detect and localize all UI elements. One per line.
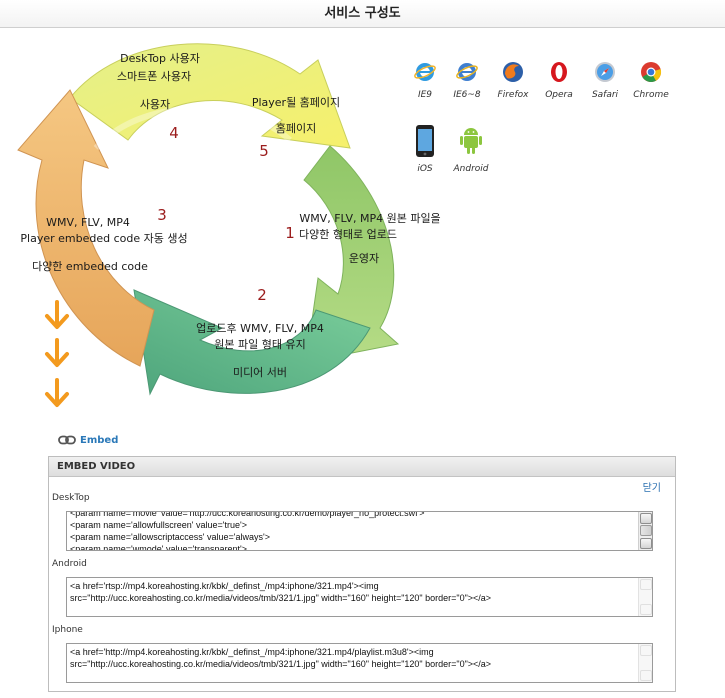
page-title-bar: 서비스 구성도	[0, 0, 725, 28]
platform-android: Android	[448, 124, 494, 174]
arrow-segment-user	[69, 43, 351, 149]
ie-icon	[456, 63, 478, 81]
cycle-arrows	[17, 43, 400, 396]
step3-label-line2: Player embeded code 자동 생성	[20, 232, 188, 245]
embed-panel-title: EMBED VIDEO	[49, 457, 675, 477]
step3-label-line1: WMV, FLV, MP4	[46, 216, 130, 229]
arrow-segment-code	[17, 89, 155, 367]
chrome-icon	[641, 62, 662, 83]
step1-label-line1: WMV, FLV, MP4 원본 파일을	[299, 212, 441, 225]
browser-ie6-8: IE6~8	[444, 60, 490, 100]
page-title: 서비스 구성도	[324, 6, 401, 21]
supported-browsers: IE9 IE6~8 Firefox Opera Safari Chrome	[402, 60, 702, 190]
desktop-code-scrollbar[interactable]	[638, 512, 652, 550]
platform-label: iOS	[417, 164, 433, 174]
step2-label-line2: 원본 파일 형태 유지	[214, 338, 306, 351]
step2-actor: 미디어 서버	[232, 366, 288, 379]
iphone-icon	[416, 125, 434, 157]
firefox-icon	[503, 62, 523, 82]
link-icon	[58, 435, 76, 445]
android-section-label: Android	[52, 559, 87, 569]
desktop-embed-code: <param name='movie' value='http://ucc.ko…	[70, 511, 425, 551]
scroll-down-button[interactable]	[640, 604, 652, 615]
safari-icon	[595, 62, 615, 82]
browser-label: IE9	[417, 90, 433, 100]
arrow-segment-media-server	[133, 289, 371, 396]
ie-icon	[414, 63, 436, 81]
platform-ios: iOS	[402, 124, 448, 174]
browser-label: IE6~8	[453, 90, 481, 100]
service-cycle-diagram: 4 DeskTop 사용자 스마트폰 사용자 사용자 5 Player될 홈페이…	[0, 28, 450, 420]
desktop-section-label: DeskTop	[52, 493, 90, 503]
browser-safari: Safari	[582, 60, 628, 100]
step5-label: Player될 홈페이지	[251, 96, 341, 109]
android-icon	[460, 128, 482, 154]
step-number-2: 2	[257, 286, 267, 304]
step5-actor: 홈페이지	[275, 122, 317, 135]
down-arrow-icon	[45, 300, 69, 329]
scroll-up-button[interactable]	[640, 645, 652, 656]
browser-opera: Opera	[536, 60, 582, 100]
close-link[interactable]: 닫기	[642, 483, 661, 494]
step4-label-smartphone: 스마트폰 사용자	[116, 70, 192, 83]
iphone-embed-code-field[interactable]: <a href='http://mp4.koreahosting.kr/kbk/…	[66, 643, 653, 683]
scroll-up-button[interactable]	[640, 579, 652, 590]
browser-label: Chrome	[633, 90, 669, 100]
opera-icon	[551, 62, 567, 82]
step2-label-line1: 업로드후 WMV, FLV, MP4	[196, 322, 324, 335]
browser-chrome: Chrome	[628, 60, 674, 100]
android-embed-code-field[interactable]: <a href='rtsp://mp4.koreahosting.kr/kbk/…	[66, 577, 653, 617]
scroll-thumb[interactable]	[640, 525, 652, 536]
iphone-embed-code: <a href='http://mp4.koreahosting.kr/kbk/…	[70, 647, 492, 669]
browser-label: Opera	[545, 90, 573, 100]
step4-actor: 사용자	[139, 98, 171, 111]
step-number-4: 4	[169, 124, 179, 142]
iphone-section-label: Iphone	[52, 625, 83, 635]
step-number-3: 3	[157, 206, 167, 224]
scroll-down-button[interactable]	[640, 670, 652, 681]
desktop-embed-code-field[interactable]: <param name='movie' value='http://ucc.ko…	[66, 511, 653, 551]
scroll-up-button[interactable]	[640, 513, 652, 524]
down-arrow-icon	[45, 378, 69, 407]
step1-actor: 운영자	[348, 252, 380, 265]
step3-actor: 다양한 embeded code	[32, 260, 148, 273]
step-number-1: 1	[285, 224, 295, 242]
platform-label: Android	[453, 164, 489, 174]
step4-label-desktop: DeskTop 사용자	[120, 52, 200, 65]
scroll-down-button[interactable]	[640, 538, 652, 549]
browser-label: Safari	[591, 90, 619, 100]
arrow-segment-operator	[303, 145, 400, 363]
down-arrow-icon	[45, 338, 69, 367]
android-code-scrollbar[interactable]	[638, 578, 652, 616]
embed-link[interactable]: Embed	[58, 432, 118, 448]
android-embed-code: <a href='rtsp://mp4.koreahosting.kr/kbk/…	[70, 581, 492, 603]
iphone-code-scrollbar[interactable]	[638, 644, 652, 682]
step-number-5: 5	[259, 142, 269, 160]
embed-link-label: Embed	[80, 434, 119, 446]
browser-ie9: IE9	[402, 60, 448, 100]
step1-label-line2: 다양한 형태로 업로드	[298, 228, 398, 241]
embed-video-panel: EMBED VIDEO 닫기 DeskTop <param name='movi…	[48, 456, 676, 692]
browser-firefox: Firefox	[490, 60, 536, 100]
browser-label: Firefox	[497, 90, 529, 100]
